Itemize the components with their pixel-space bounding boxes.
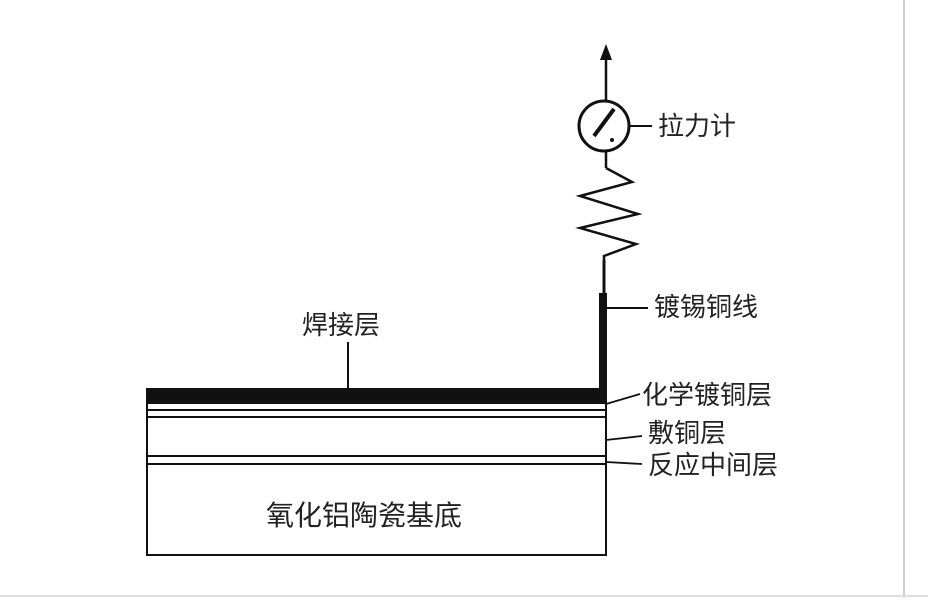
solder-layer-label: 焊接层 [302,311,380,341]
electroless-copper-label: 化学镀铜层 [642,381,772,411]
substrate-label: 氧化铝陶瓷基底 [266,499,462,532]
force-gauge-icon [577,99,631,153]
solder-layer [147,389,606,404]
tinned-copper-wire [599,260,607,390]
reaction-layer-label: 反应中间层 [648,451,778,481]
clad-copper-label: 敷铜层 [648,419,726,449]
wire-label: 镀锡铜线 [654,293,758,323]
layer-stack [147,409,606,465]
gauge-label: 拉力计 [658,112,736,142]
arrow-up-icon [600,44,612,104]
substrate-outline [146,388,607,556]
electroless-copper-leader [605,393,641,405]
spring-icon [575,166,643,262]
clad-copper-leader [605,435,643,441]
reaction-layer-leader [605,461,643,465]
